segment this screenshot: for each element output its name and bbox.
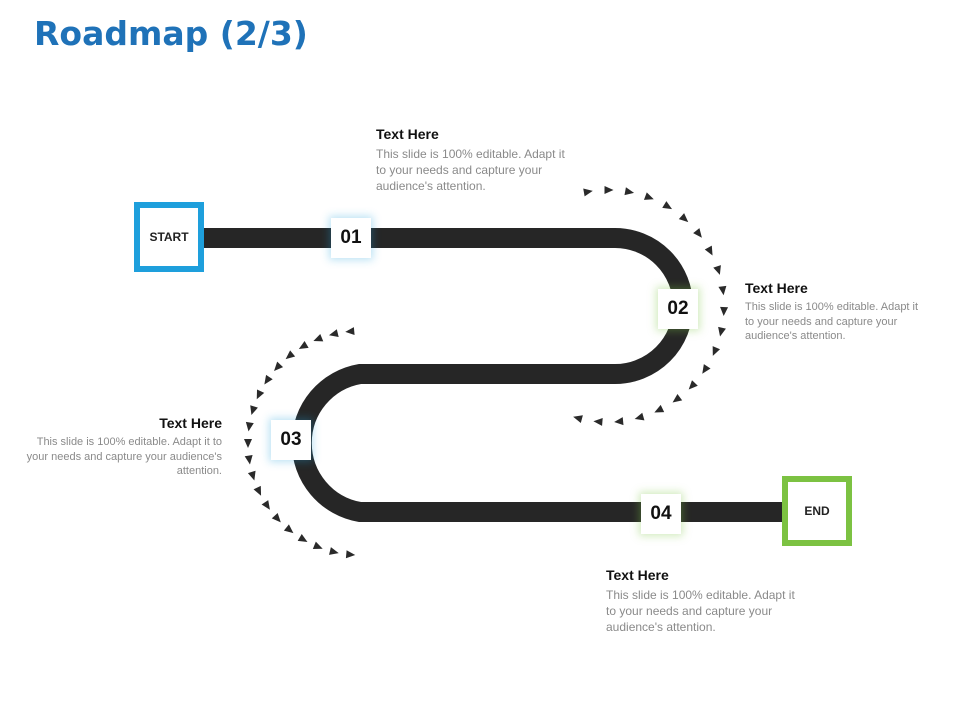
arrowhead xyxy=(285,350,296,360)
milestone-text-01: Text Here This slide is 100% editable. A… xyxy=(376,126,576,194)
milestone-heading: Text Here xyxy=(606,567,669,583)
road-line xyxy=(200,228,790,522)
milestone-heading: Text Here xyxy=(745,280,808,296)
milestone-number: 03 xyxy=(280,429,302,450)
arrowhead xyxy=(250,405,258,416)
arrowhead xyxy=(298,341,309,350)
arrowhead xyxy=(712,346,721,356)
arrowhead xyxy=(688,380,698,390)
milestone-03: 03 xyxy=(271,420,311,460)
arrowhead xyxy=(720,306,729,317)
milestone-heading: Text Here xyxy=(376,126,439,142)
end-label: END xyxy=(804,504,830,518)
milestone-number: 01 xyxy=(340,227,362,248)
arrowhead xyxy=(654,404,665,413)
arrowhead xyxy=(672,393,683,403)
end-box: END xyxy=(782,476,852,546)
arrowhead xyxy=(662,201,673,210)
milestone-body: This slide is 100% editable. Adapt it to… xyxy=(26,436,222,477)
start-label: START xyxy=(149,230,189,244)
arrowhead xyxy=(678,213,689,223)
arrowhead xyxy=(573,415,583,423)
arrowhead xyxy=(313,333,324,342)
arrowhead xyxy=(583,188,593,197)
arrowhead xyxy=(634,412,645,421)
arrowhead xyxy=(245,421,254,432)
milestone-01: 01 xyxy=(331,218,371,258)
arrowhead xyxy=(312,541,323,550)
arrowhead xyxy=(614,417,624,426)
curve-arrows-right xyxy=(573,185,729,426)
arrowhead xyxy=(261,500,270,510)
arrowhead xyxy=(264,374,273,385)
milestone-body: This slide is 100% editable. Adapt it to… xyxy=(745,301,919,342)
arrowhead xyxy=(253,485,262,496)
arrowhead xyxy=(704,245,713,256)
milestone-02: 02 xyxy=(658,289,698,329)
arrowhead xyxy=(271,513,281,523)
arrowhead xyxy=(604,185,614,194)
arrowhead xyxy=(702,364,711,374)
arrowhead xyxy=(624,187,635,196)
arrowhead xyxy=(244,439,252,448)
milestone-text-02: Text Here This slide is 100% editable. A… xyxy=(745,280,930,344)
arrowhead xyxy=(718,285,727,296)
arrowhead xyxy=(244,455,253,465)
milestone-body: This slide is 100% editable. Adapt it to… xyxy=(376,147,565,193)
arrowhead xyxy=(345,327,355,336)
arrowhead xyxy=(283,524,294,534)
arrowhead xyxy=(328,329,339,338)
milestone-number: 02 xyxy=(667,298,689,319)
page-title: Roadmap (2/3) xyxy=(34,14,308,53)
arrowhead xyxy=(713,265,721,275)
arrowhead xyxy=(693,228,702,238)
milestone-text-03: Text Here This slide is 100% editable. A… xyxy=(22,415,222,479)
arrowhead xyxy=(345,550,356,559)
arrowhead xyxy=(593,417,603,426)
curve-arrows-left xyxy=(244,327,356,559)
milestone-04: 04 xyxy=(641,494,681,534)
arrowhead xyxy=(247,470,256,481)
arrowhead xyxy=(256,389,265,400)
arrowhead xyxy=(297,534,308,543)
arrowhead xyxy=(718,326,726,337)
milestone-number: 04 xyxy=(650,503,672,524)
milestone-body: This slide is 100% editable. Adapt it to… xyxy=(606,588,795,634)
milestone-heading: Text Here xyxy=(159,415,222,431)
arrowhead xyxy=(643,192,654,200)
milestone-text-04: Text Here This slide is 100% editable. A… xyxy=(606,567,806,635)
arrowhead xyxy=(329,547,339,555)
arrowhead xyxy=(274,361,284,372)
start-box: START xyxy=(134,202,204,272)
